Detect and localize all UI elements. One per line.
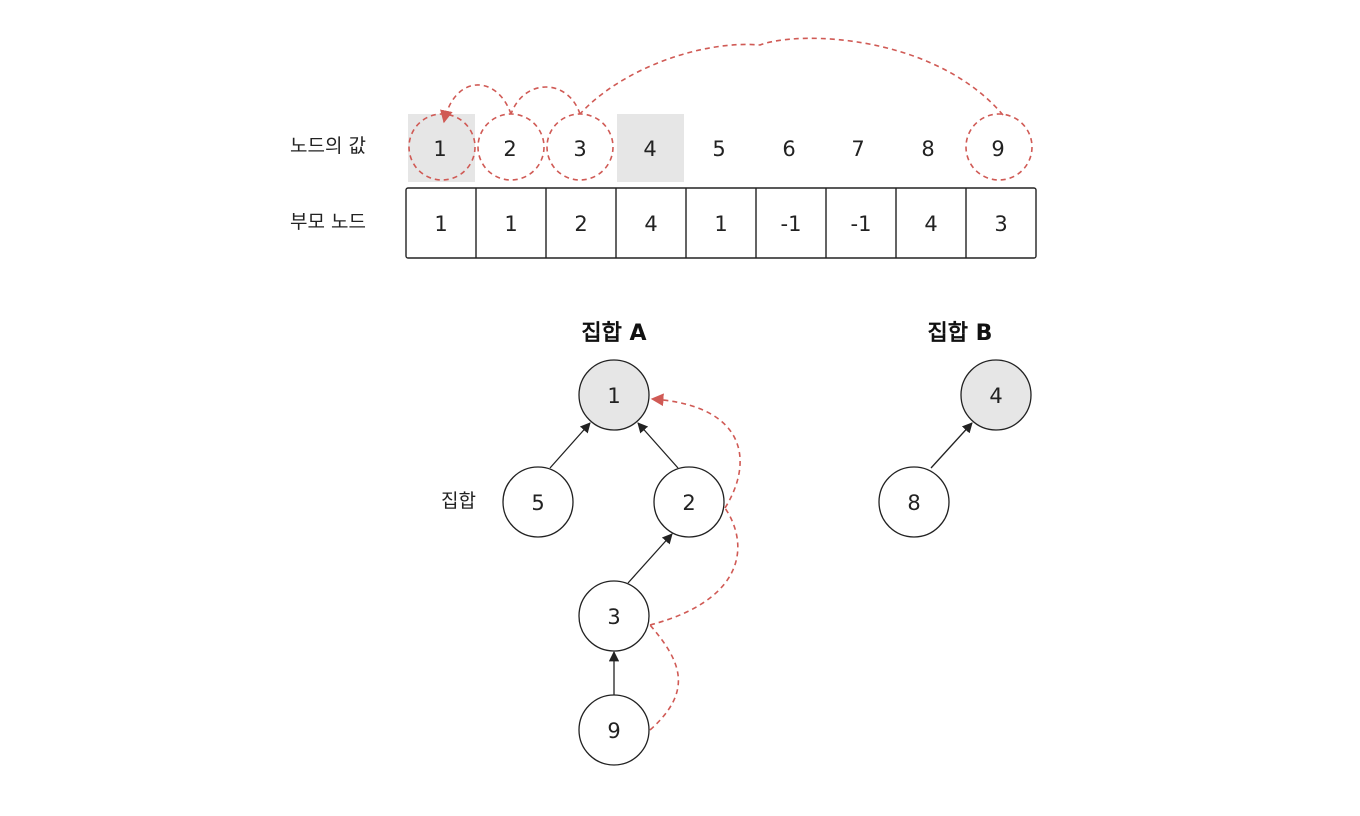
tree-node-label: 1 (607, 384, 620, 408)
root-highlight-4 (617, 114, 684, 182)
tree-arc-3-to-2 (649, 507, 739, 626)
tree-node-8 (878, 466, 950, 538)
edge-2-to-1 (637, 422, 679, 469)
edge-3-to-2 (627, 533, 673, 584)
parent-table: 1 1 2 4 1 -1 -1 4 3 (405, 187, 1037, 259)
tree-arc-9-to-3 (649, 624, 680, 731)
node-value-cell: 6 (782, 137, 795, 161)
tree-node-label: 3 (607, 605, 620, 629)
tree-node-3 (578, 580, 650, 652)
parent-cell: 4 (924, 212, 937, 236)
tree-node-9 (578, 694, 650, 766)
tree-node-label: 2 (682, 491, 695, 515)
parent-nodes-label: 부모 노드 (290, 211, 366, 233)
set-a-title: 집합 A (581, 320, 646, 346)
tree-node-label: 8 (907, 491, 920, 515)
node-value-cell: 5 (712, 137, 725, 161)
node-value-cell: 8 (921, 137, 934, 161)
path-circle-9 (965, 113, 1033, 181)
edge-5-to-1 (549, 422, 591, 469)
node-values-label: 노드의 값 (290, 135, 366, 157)
parent-cell: 3 (994, 212, 1007, 236)
node-value-cell: 2 (503, 137, 516, 161)
node-value-cell: 1 (433, 137, 446, 161)
node-value-cell: 4 (643, 137, 656, 161)
parent-cell: -1 (851, 212, 872, 236)
arc-2-to-1 (440, 84, 512, 124)
node-value-cell: 7 (851, 137, 864, 161)
tree-node-5 (502, 466, 574, 538)
tree-node-4 (960, 359, 1032, 431)
set-a-tree: 1 5 2 3 9 (502, 359, 725, 766)
parent-cell: 2 (574, 212, 587, 236)
arc-9-to-3 (579, 37, 1004, 116)
tree-node-label: 4 (989, 384, 1002, 408)
parent-cell: 1 (714, 212, 727, 236)
parent-cell: -1 (781, 212, 802, 236)
edge-8-to-4 (930, 422, 973, 469)
parent-cell: 4 (644, 212, 657, 236)
find-path-arcs (440, 37, 1004, 124)
parent-cell: 1 (434, 212, 447, 236)
set-b-title: 집합 B (928, 320, 993, 346)
tree-arc-2-to-1 (650, 393, 741, 509)
set-side-label: 집합 (441, 490, 476, 512)
parent-table-border (405, 187, 1037, 259)
tree-node-label: 5 (531, 491, 544, 515)
root-highlight-1 (408, 114, 475, 182)
tree-edges (549, 422, 973, 697)
tree-node-label: 9 (607, 719, 620, 743)
parent-cell: 1 (504, 212, 517, 236)
node-value-row: 1 2 3 4 5 6 7 8 9 (433, 137, 1004, 161)
node-value-cell: 3 (573, 137, 586, 161)
set-b-tree: 4 8 (878, 359, 1032, 538)
node-value-cell: 9 (991, 137, 1004, 161)
arc-3-to-2 (510, 86, 581, 115)
tree-find-path (649, 393, 741, 731)
tree-node-2 (653, 466, 725, 538)
tree-node-1 (578, 359, 650, 431)
